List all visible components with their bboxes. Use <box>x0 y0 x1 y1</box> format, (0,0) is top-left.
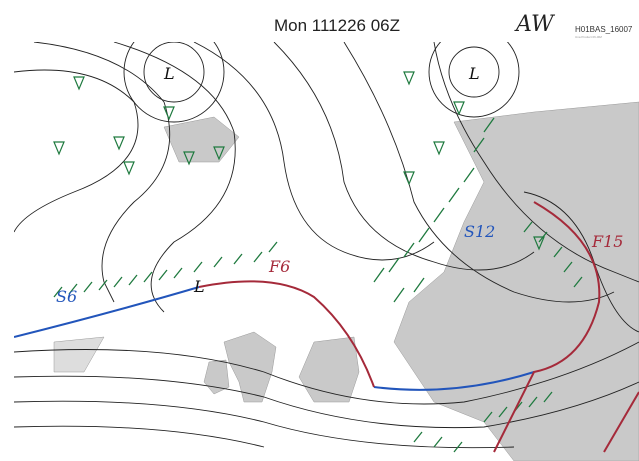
front-label-f15: F15 <box>591 232 623 251</box>
cold-front <box>14 286 200 338</box>
low-label-3: L <box>193 277 205 296</box>
cold-front-east <box>373 371 535 391</box>
chart-title: Mon 111226 06Z <box>274 16 401 35</box>
front-south <box>603 391 639 453</box>
front-label-f6: F6 <box>268 257 290 276</box>
wind-hatching <box>53 117 583 453</box>
weather-map: L L L S6 F6 S12 F15 <box>14 42 639 461</box>
wind-barbs <box>53 71 545 251</box>
signature: AW <box>516 12 554 37</box>
chart-subcode: Una Product 06-06Z <box>575 35 603 39</box>
isobars <box>14 42 639 449</box>
front-label-s6: S6 <box>56 287 77 306</box>
low-label-1: L <box>163 64 175 83</box>
low-label-2: L <box>468 64 480 83</box>
land <box>53 101 639 461</box>
occluded-front <box>198 280 375 388</box>
chart-code: H01BAS_16007 <box>575 25 633 34</box>
occluded-front-north <box>493 201 601 453</box>
front-label-s12: S12 <box>464 222 495 241</box>
